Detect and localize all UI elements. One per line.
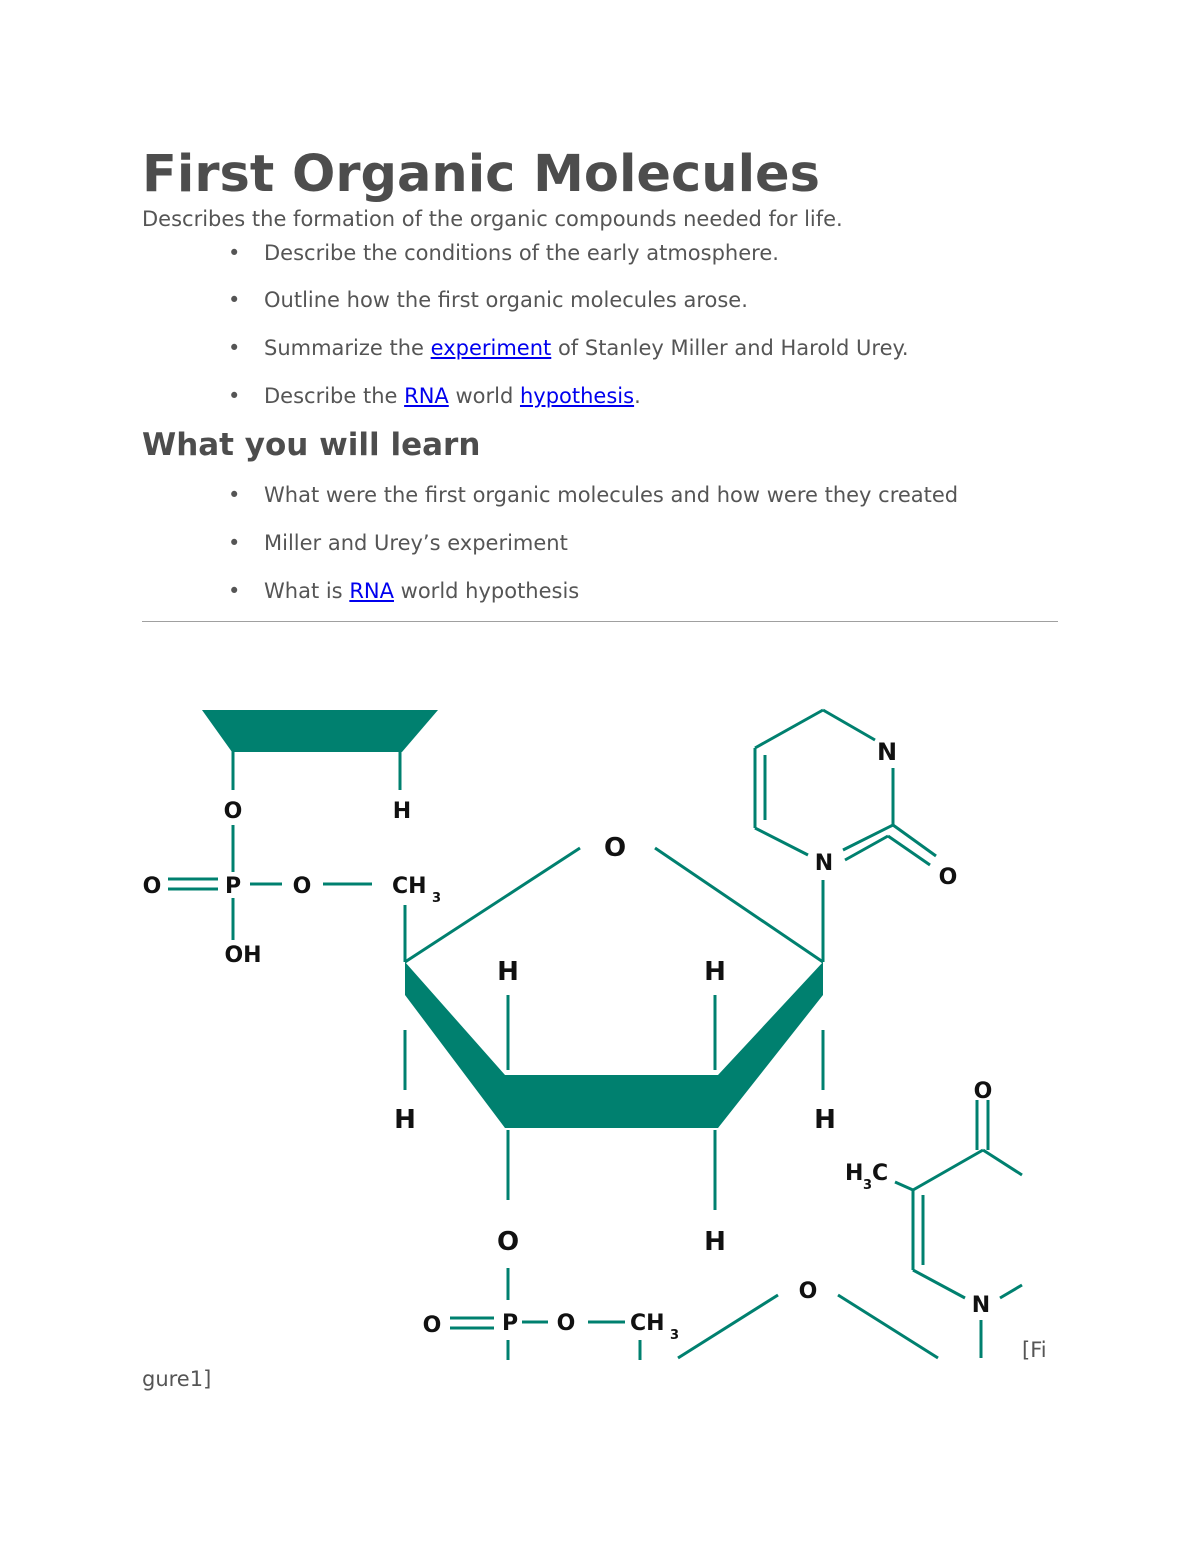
atom-o: O (799, 1279, 818, 1304)
bullet: • (228, 336, 241, 360)
section-heading: What you will learn (142, 427, 481, 463)
subscript-3: 3 (863, 1178, 872, 1193)
atom-c: C (872, 1161, 888, 1186)
atom-oh: OH (224, 943, 261, 968)
figure-caption: gure1] (142, 1367, 212, 1391)
atom-h: H (393, 799, 411, 824)
atom-o: O (497, 1227, 519, 1257)
hypothesis-link[interactable]: hypothesis (519, 384, 635, 408)
atom-n: N (815, 851, 833, 876)
subscript-3: 3 (670, 1328, 679, 1343)
list-item: • What is RNA world hypothesis (228, 579, 580, 603)
atom-o: O (423, 1313, 442, 1338)
atom-o: O (939, 865, 958, 890)
atom-ch: CH (630, 1311, 665, 1336)
bullet: • (228, 483, 241, 507)
intro-text: Describes the formation of the organic c… (142, 207, 843, 231)
atom-o: O (143, 874, 162, 899)
atom-h: H (845, 1161, 863, 1186)
page-title: First Organic Molecules (142, 145, 820, 204)
rna-link[interactable]: RNA (404, 384, 449, 408)
atom-o: O (224, 799, 243, 824)
atom-h: H (704, 1227, 726, 1257)
list-item: • Describe the conditions of the early a… (228, 241, 779, 265)
horizontal-rule (142, 621, 1058, 622)
bond-lines (168, 708, 1023, 1360)
atom-n: N (877, 738, 897, 766)
atom-o: O (604, 833, 626, 863)
atom-n: N (972, 1293, 990, 1318)
bullet: • (228, 288, 241, 312)
atom-p: P (225, 874, 241, 899)
atom-h: H (394, 1105, 416, 1135)
bullet: • (228, 531, 241, 555)
sugar-ring-edge (202, 710, 438, 752)
list-item: • Outline how the first organic molecule… (228, 288, 748, 312)
bullet: • (228, 579, 241, 603)
atom-ch: CH (392, 874, 427, 899)
atom-o: O (557, 1311, 576, 1336)
rna-structure-figure: O H O P O CH 3 OH O N N O H H H H O H O … (142, 700, 1032, 1360)
list-item: • What were the first organic molecules … (228, 483, 959, 507)
atom-h: H (704, 957, 726, 987)
molecule-diagram: O H O P O CH 3 OH O N N O H H H H O H O … (143, 708, 1023, 1360)
atom-o: O (293, 874, 312, 899)
figure-caption: [Fi (1022, 1338, 1047, 1362)
list-item: • Describe the RNA world hypothesis. (228, 384, 641, 408)
bullet: • (228, 384, 241, 408)
atom-p: P (502, 1311, 518, 1336)
experiment-link[interactable]: experiment (430, 336, 552, 360)
sugar-ring-front-center (497, 1075, 728, 1128)
list-item: • Miller and Urey’s experiment (228, 531, 568, 555)
atom-h: H (814, 1105, 836, 1135)
atom-o: O (974, 1079, 993, 1104)
rna-link[interactable]: RNA (349, 579, 394, 603)
atom-h: H (497, 957, 519, 987)
subscript-3: 3 (432, 891, 441, 906)
list-item: • Summarize the experiment of Stanley Mi… (228, 336, 909, 360)
bullet: • (228, 241, 241, 265)
